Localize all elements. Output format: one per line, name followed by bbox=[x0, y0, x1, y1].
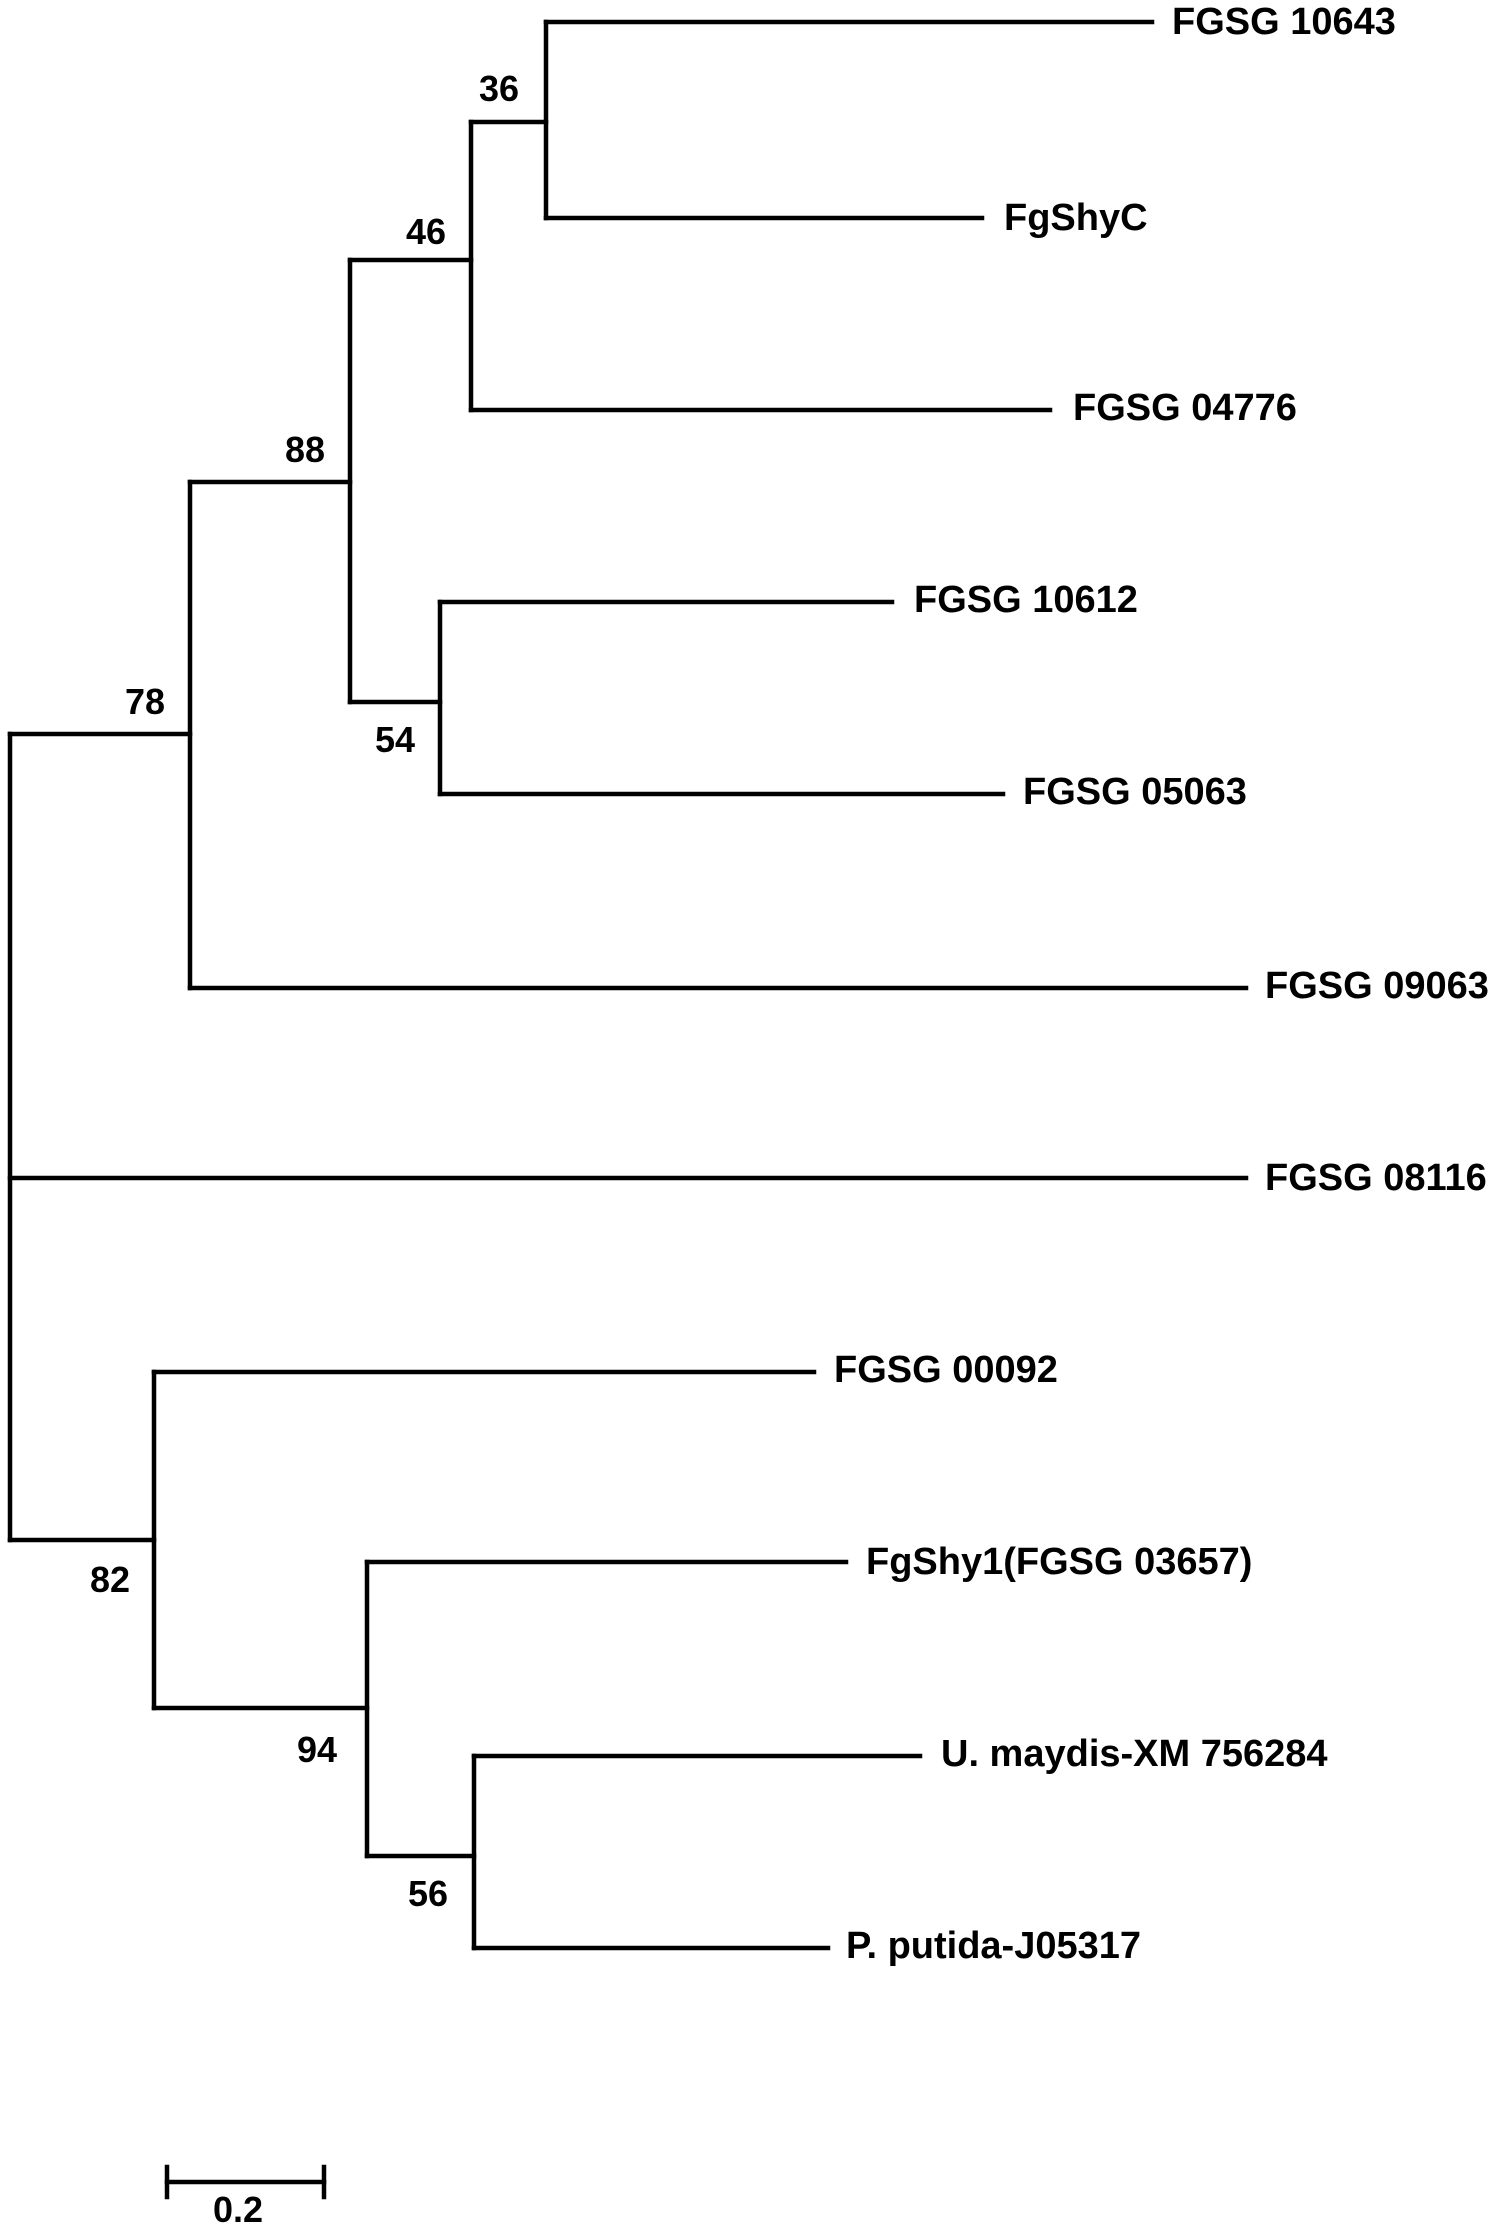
leaf-label-fgsg-09063: FGSG 09063 bbox=[1265, 965, 1489, 1007]
leaf-label-p-putida: P. putida-J05317 bbox=[846, 1925, 1141, 1967]
leaf-label-fgsg-10643: FGSG 10643 bbox=[1172, 1, 1396, 43]
leaf-label-u-maydis: U. maydis-XM 756284 bbox=[941, 1733, 1328, 1775]
leaf-label-fgsg-00092: FGSG 00092 bbox=[834, 1349, 1058, 1391]
scale-bar-label: 0.2 bbox=[213, 2189, 263, 2225]
support-value-54: 54 bbox=[375, 719, 415, 760]
leaf-label-fgsg-05063: FGSG 05063 bbox=[1023, 771, 1247, 813]
leaf-label-fgsg-10612: FGSG 10612 bbox=[914, 579, 1138, 621]
support-value-82: 82 bbox=[90, 1559, 130, 1600]
leaf-label-fgshy1: FgShy1(FGSG 03657) bbox=[866, 1541, 1252, 1583]
support-value-36: 36 bbox=[479, 68, 519, 109]
leaf-label-fgsg-04776: FGSG 04776 bbox=[1073, 387, 1297, 429]
support-value-46: 46 bbox=[406, 211, 446, 252]
support-value-56: 56 bbox=[408, 1873, 448, 1914]
scale-bar: 0.2 bbox=[164, 2164, 327, 2225]
leaf-label-fgshyc: FgShyC bbox=[1004, 197, 1148, 239]
support-value-78: 78 bbox=[125, 681, 165, 722]
tree-branches bbox=[7, 19, 1249, 1951]
leaf-label-fgsg-08116: FGSG 08116 bbox=[1265, 1157, 1487, 1199]
support-value-88: 88 bbox=[285, 429, 325, 470]
support-value-94: 94 bbox=[297, 1729, 337, 1770]
